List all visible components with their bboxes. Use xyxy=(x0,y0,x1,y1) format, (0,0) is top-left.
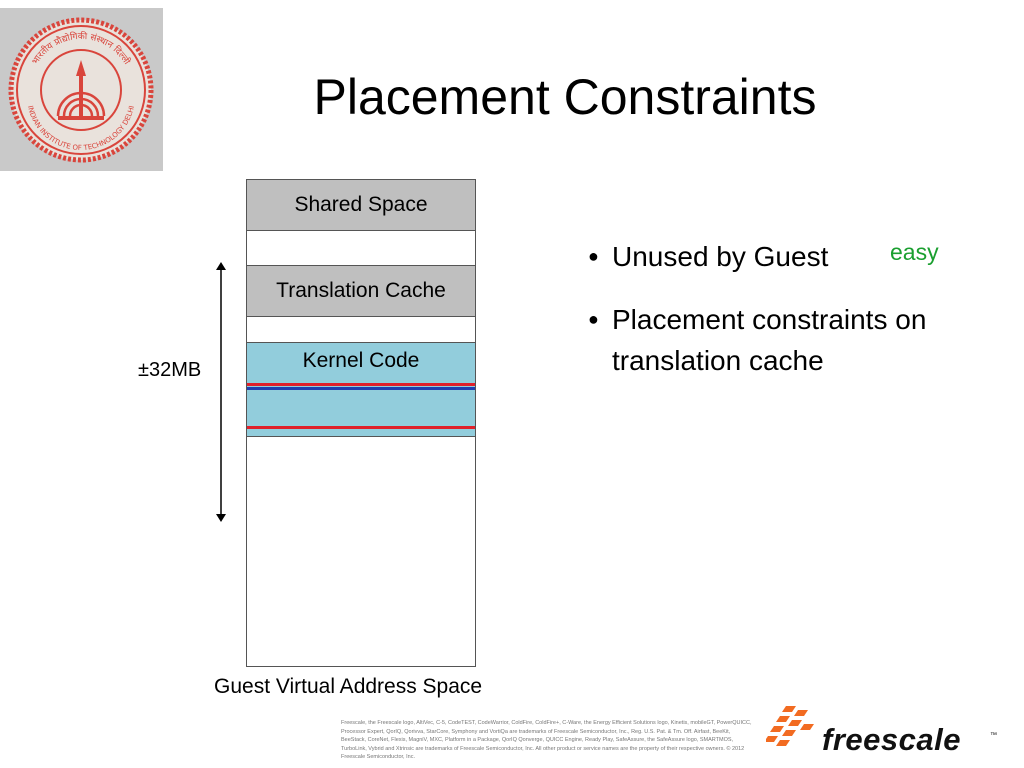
freescale-wordmark: freescale xyxy=(822,722,961,757)
shared-space-label: Shared Space xyxy=(294,193,428,216)
kernel-boundary-red-bottom xyxy=(247,426,475,429)
freescale-logo-icon xyxy=(766,706,814,746)
trademark-symbol: ™ xyxy=(990,732,997,739)
range-arrow-icon xyxy=(216,262,226,522)
shared-space-block: Shared Space xyxy=(246,179,476,231)
slide-title: Placement Constraints xyxy=(313,69,817,125)
kernel-code-label: Kernel Code xyxy=(302,349,420,372)
bullet-dot-icon: ● xyxy=(588,309,599,329)
kernel-boundary-blue xyxy=(247,387,475,390)
bullet-item: ● Placement constraints on translation c… xyxy=(588,299,988,381)
translation-cache-label: Translation Cache xyxy=(276,279,446,302)
bullet-text: Unused by Guest xyxy=(612,241,829,272)
bullet-text: Placement constraints on translation cac… xyxy=(612,304,927,376)
diagram-caption: Guest Virtual Address Space xyxy=(214,675,483,698)
bullet-list: ● Unused by Guest ● Placement constraint… xyxy=(588,236,988,381)
range-label: ±32MB xyxy=(138,359,202,381)
easy-annotation: easy xyxy=(890,239,939,265)
translation-cache-block: Translation Cache xyxy=(246,265,476,317)
bullet-item: ● Unused by Guest xyxy=(588,236,988,277)
iit-delhi-seal-icon: भारतीय प्रौद्योगिकी संस्थान दिल्ली INDIA… xyxy=(8,17,154,163)
bullet-dot-icon: ● xyxy=(588,246,599,266)
kernel-code-block: Kernel Code xyxy=(246,342,476,437)
trademark-notice: Freescale, the Freescale logo, AltiVec, … xyxy=(341,720,752,761)
address-space-diagram: Shared Space Translation Cache Kernel Co… xyxy=(246,179,476,667)
kernel-boundary-red-top xyxy=(247,383,475,386)
institute-logo: भारतीय प्रौद्योगिकी संस्थान दिल्ली INDIA… xyxy=(0,8,163,171)
